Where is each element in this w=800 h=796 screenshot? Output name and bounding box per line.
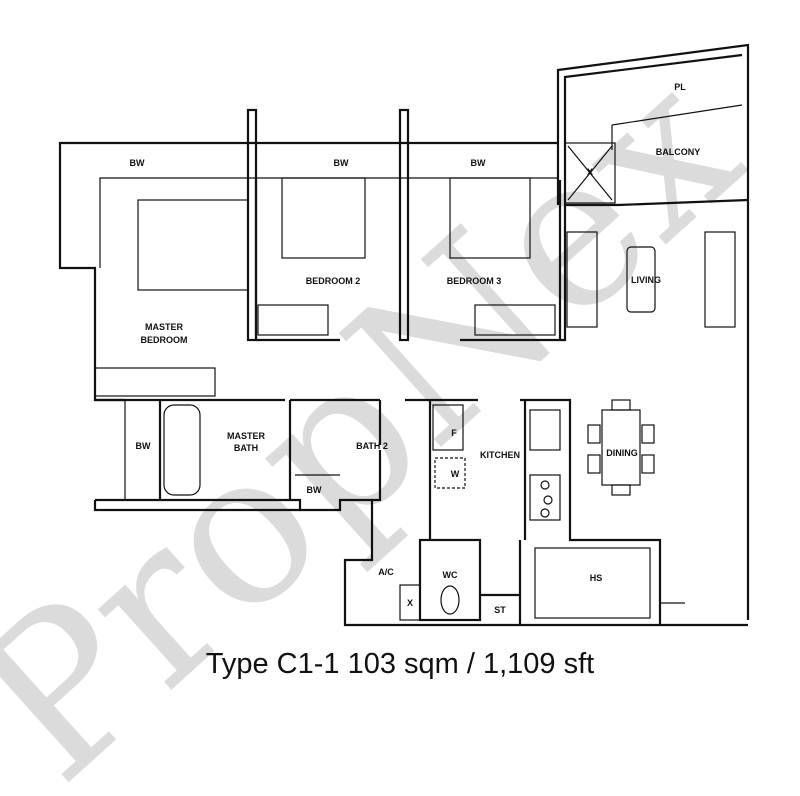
bathtub <box>163 404 201 496</box>
sofa <box>704 231 736 328</box>
shaft-box-2 <box>399 584 421 621</box>
plan-title: Type C1-1 103 sqm / 1,109 sft <box>205 648 595 680</box>
label-master-bedroom-2: BEDROOM <box>141 335 188 345</box>
label-st: ST <box>494 605 506 615</box>
walls <box>58 43 750 627</box>
hs-box <box>534 547 651 619</box>
label-shaft-2: X <box>407 598 413 608</box>
label-bedroom-3: BEDROOM 3 <box>447 276 502 286</box>
label-balcony: BALCONY <box>656 147 701 157</box>
master-bed <box>137 199 249 291</box>
label-master-bath-1: MASTER <box>227 431 266 441</box>
label-master-bath-2: BATH <box>234 443 258 453</box>
label-hs: HS <box>590 573 603 583</box>
washer-box <box>434 457 466 489</box>
coffee-table <box>626 246 656 313</box>
fridge-box <box>432 404 464 451</box>
shaft-box <box>564 142 616 204</box>
label-bw-bath: BW <box>136 441 151 451</box>
label-washer: W <box>451 469 460 479</box>
label-ac: A/C <box>378 567 394 577</box>
label-bw-1: BW <box>130 158 145 168</box>
wardrobe-3 <box>474 304 556 336</box>
label-shaft: X <box>587 167 593 177</box>
label-bath-2: BATH 2 <box>356 441 388 451</box>
bed-3 <box>449 177 531 259</box>
label-bw-2: BW <box>334 158 349 168</box>
label-wc: WC <box>443 570 458 580</box>
wardrobe-master <box>94 367 216 397</box>
room-labels: PL BALCONY X BW BW BW BEDROOM 2 BEDROOM … <box>130 82 701 615</box>
hob <box>529 474 561 521</box>
label-bw-3: BW <box>471 158 486 168</box>
label-fridge: F <box>451 428 457 438</box>
wc-room <box>418 538 482 622</box>
label-bedroom-2: BEDROOM 2 <box>306 276 361 286</box>
column-2 <box>398 108 410 342</box>
wardrobe-2 <box>257 304 329 336</box>
bed-2 <box>281 177 366 259</box>
label-bw-small: BW <box>307 485 322 495</box>
label-master-bedroom-1: MASTER <box>145 322 184 332</box>
label-kitchen: KITCHEN <box>480 450 520 460</box>
tv-console <box>566 231 598 328</box>
label-dining: DINING <box>606 448 638 458</box>
column-1 <box>246 108 258 342</box>
label-pl: PL <box>674 82 686 92</box>
label-living: LIVING <box>631 275 661 285</box>
sink <box>529 409 561 451</box>
